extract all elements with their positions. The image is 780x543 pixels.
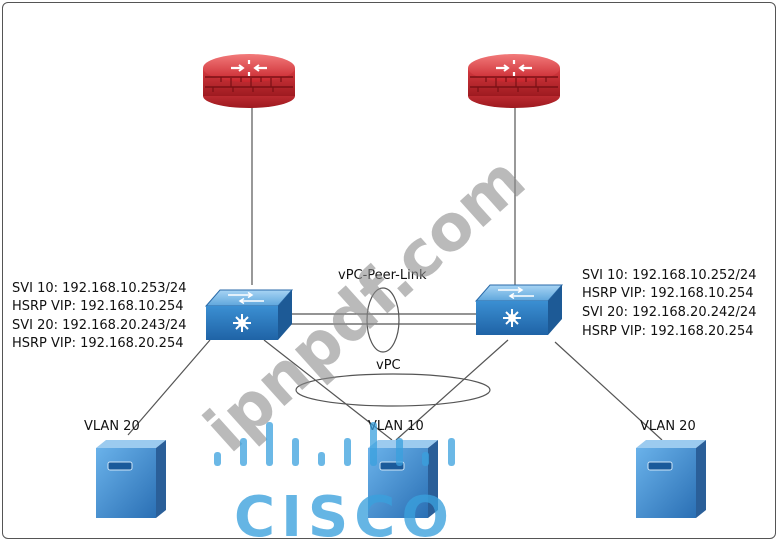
vpc-ellipse [295, 373, 491, 407]
right-switch-labels: SVI 10: 192.168.10.252/24 HSRP VIP: 192.… [582, 268, 756, 339]
right-switch-line: SVI 10: 192.168.10.252/24 [582, 268, 756, 283]
right-switch-line: HSRP VIP: 192.168.20.254 [582, 324, 754, 339]
left-firewall-icon [201, 52, 297, 110]
left-switch-line: SVI 10: 192.168.10.253/24 [12, 281, 186, 296]
left-server-icon [95, 439, 167, 519]
cisco-watermark: CISCO [234, 485, 455, 543]
connections [127, 104, 663, 441]
left-switch-to-left-server [127, 339, 211, 436]
peer-link-label: vPC-Peer-Link [338, 268, 427, 283]
vpc-label: vPC [376, 358, 401, 373]
left-switch-labels: SVI 10: 192.168.10.253/24 HSRP VIP: 192.… [12, 281, 186, 351]
left-switch-line: HSRP VIP: 192.168.10.254 [12, 299, 184, 314]
right-switch-to-right-server [554, 341, 663, 441]
left-switch-line: HSRP VIP: 192.168.20.254 [12, 336, 184, 351]
cisco-bars-logo [214, 422, 455, 466]
peer-link-ellipse [366, 287, 400, 353]
server-vlan-label: VLAN 10 [368, 419, 424, 434]
right-switch-line: HSRP VIP: 192.168.10.254 [582, 286, 754, 301]
right-switch-icon [475, 284, 563, 336]
right-switch-line: SVI 20: 192.168.20.242/24 [582, 305, 756, 320]
left-switch-line: SVI 20: 192.168.20.243/24 [12, 318, 186, 333]
server-vlan-label: VLAN 20 [640, 419, 696, 434]
server-vlan-label: VLAN 20 [84, 419, 140, 434]
right-server-icon [635, 439, 707, 519]
right-switch-to-center-server [395, 339, 509, 441]
right-firewall-icon [466, 52, 562, 110]
